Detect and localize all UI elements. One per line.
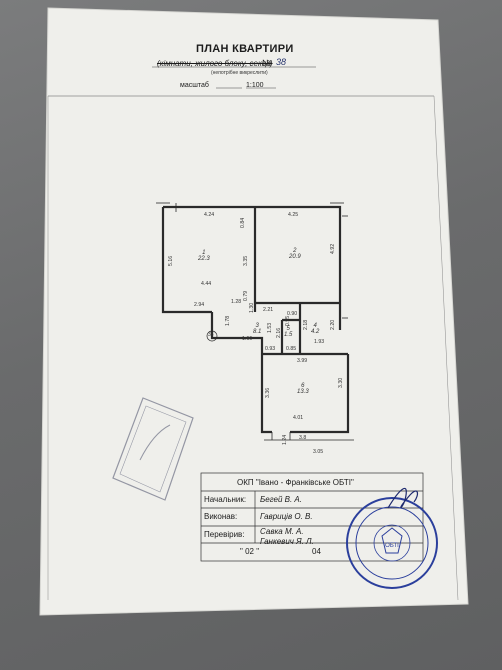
dim-label: 3.35 [243, 255, 249, 266]
dim-label: 3.99 [297, 358, 308, 364]
dim-label: 4.44 [201, 281, 212, 287]
scale-value: 1:100 [246, 82, 264, 89]
row-value: Савка М. А. [260, 527, 304, 536]
dim-label: 1.78 [225, 315, 231, 326]
dim-label: 1.28 [231, 299, 242, 305]
row-label: Виконав: [204, 512, 238, 521]
dim-label: 0.93 [265, 346, 276, 352]
dim-label: 0.95 [285, 315, 291, 326]
dim-label: 2.94 [194, 302, 205, 308]
row-value: Гавриців О. В. [260, 512, 313, 521]
dim-label: 4.92 [330, 243, 336, 254]
dim-label: 1.93 [314, 339, 325, 345]
number-label: № [262, 58, 272, 68]
dim-label: 3.8 [299, 435, 307, 441]
signature [387, 487, 419, 509]
document-title: ПЛАН КВАРТИРИ [196, 43, 294, 55]
date-day: " 02 " [240, 547, 260, 556]
dim-label: 3.05 [313, 449, 324, 455]
dim-label: 0.79 [243, 290, 249, 301]
organization-name: ОКП "Івано - Франківське ОБТІ" [237, 478, 354, 487]
dim-label: 4.25 [288, 212, 299, 218]
row-value: Ганкевич Я. Л. [260, 537, 314, 546]
dim-label: 0.90 [287, 311, 298, 317]
floor-plan-walls [161, 205, 350, 434]
dim-label: 2.18 [303, 319, 309, 330]
dim-label: 2.21 [263, 307, 274, 313]
document-subtitle: (кімнати, жилого блоку, секції) [157, 59, 273, 68]
round-seal: ОБТІ [346, 497, 438, 589]
dim-label: 2.16 [276, 327, 282, 338]
row-value: Бегей В. А. [260, 495, 302, 504]
date-month: 04 [312, 547, 321, 556]
dim-label: 0.84 [240, 217, 246, 228]
dim-label: 1.24 [282, 434, 288, 445]
dim-label: 4.01 [293, 415, 304, 421]
dim-label: 2.20 [330, 319, 336, 330]
dim-label: 1.53 [267, 322, 273, 333]
row-label: Начальник: [204, 495, 247, 504]
svg-text:ОБТІ: ОБТІ [385, 543, 399, 549]
entry-marker: 38 [208, 332, 214, 338]
faded-stamp-left [112, 397, 194, 501]
dim-label: 0.85 [286, 346, 297, 352]
dim-label: 1.30 [249, 302, 255, 313]
strike-hint: (непотрібне викреслити) [211, 70, 268, 76]
scale-label: масштаб [180, 82, 209, 89]
dim-label: 3.30 [338, 377, 344, 388]
row-label: Перевірив: [204, 530, 245, 539]
dim-label: 3.36 [265, 387, 271, 398]
dim-label: 5.16 [168, 255, 174, 266]
dim-label: 1.66 [242, 336, 253, 342]
dim-label: 4.24 [204, 212, 215, 218]
number-value: 38 [276, 57, 287, 67]
